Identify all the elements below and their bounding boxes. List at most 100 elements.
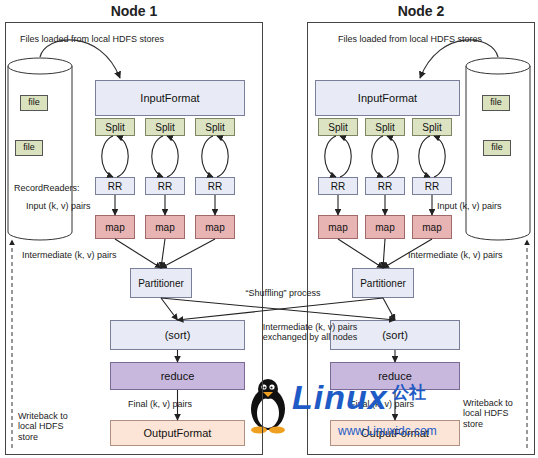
box-text: Split <box>205 122 224 133</box>
note-label: Intermediate (k, v) pairs <box>408 250 536 260</box>
box-text: Split <box>105 122 124 133</box>
box-text: reduce <box>161 370 195 382</box>
file-box: file <box>15 140 43 156</box>
box-text: InputFormat <box>358 92 417 104</box>
box-text: RR <box>378 181 392 192</box>
node-frame: Node 1filefileInputFormatSplitSplitSplit… <box>5 22 263 455</box>
split-box: Split <box>365 118 405 136</box>
box-text: map <box>375 222 394 233</box>
flow-connector <box>161 239 165 268</box>
split-box: Split <box>145 118 185 136</box>
record-reader-box: RR <box>318 177 358 195</box>
record-loop <box>325 136 352 177</box>
flow-connector <box>383 239 385 268</box>
map-box: map <box>95 215 135 239</box>
partitioner-box: Partitioner <box>352 268 414 298</box>
box-text: RR <box>158 181 172 192</box>
flow-connector <box>177 350 178 362</box>
record-reader-box: RR <box>412 177 452 195</box>
box-text: RR <box>208 181 222 192</box>
note-label: RecordReaders: <box>14 183 94 193</box>
map-box: map <box>145 215 185 239</box>
box-text: Partitioner <box>360 278 406 289</box>
box-text: file <box>490 98 502 108</box>
box-text: map <box>155 222 174 233</box>
file-box: file <box>482 95 510 111</box>
writeback-arrow <box>527 240 528 448</box>
box-text: file <box>491 143 503 153</box>
flow-connector <box>383 239 432 268</box>
note-label: Final (k, v) pairs <box>350 399 460 409</box>
disk-cylinder <box>8 58 72 240</box>
flow-connector <box>385 195 386 215</box>
box-text: OutputFormat <box>144 427 212 439</box>
flow-connector <box>115 195 116 215</box>
box-text: Split <box>422 122 441 133</box>
flow-connector <box>115 239 161 268</box>
box-text: map <box>105 222 124 233</box>
flow-connector <box>338 239 383 268</box>
note-label: Input (k, v) pairs <box>26 201 126 211</box>
record-reader-box: RR <box>195 177 235 195</box>
note-label: Files loaded from local HDFS stores <box>20 34 230 44</box>
split-box: Split <box>95 118 135 136</box>
box-text: map <box>328 222 347 233</box>
box-text: Split <box>328 122 347 133</box>
load-arrow <box>420 40 498 78</box>
record-reader-box: RR <box>145 177 185 195</box>
map-box: map <box>195 215 235 239</box>
input-format-box: InputFormat <box>315 80 460 116</box>
box-text: InputFormat <box>140 92 199 104</box>
disk-cylinder <box>466 58 530 240</box>
box-text: Split <box>375 122 394 133</box>
box-text: Split <box>155 122 174 133</box>
note-label: Writeback to local HDFS store <box>18 411 82 442</box>
split-box: Split <box>195 118 235 136</box>
flow-connector <box>338 195 339 215</box>
split-box: Split <box>318 118 358 136</box>
partitioner-box: Partitioner <box>130 268 192 298</box>
flow-connector <box>177 390 178 420</box>
node-title: Node 1 <box>6 4 262 19</box>
writeback-arrow <box>12 240 13 448</box>
record-loop <box>102 136 129 177</box>
record-loop <box>152 136 179 177</box>
box-text: map <box>205 222 224 233</box>
box-text: file <box>28 98 40 108</box>
note-label: “Shuffling” process <box>226 288 340 298</box>
note-label: Intermediate (k, v) pairs <box>22 250 142 260</box>
note-label: Input (k, v) pairs <box>437 201 535 211</box>
flow-connector <box>215 195 216 215</box>
note-label: Writeback to local HDFS store <box>463 398 529 429</box>
flow-connector <box>161 298 395 320</box>
reduce-box: reduce <box>110 362 245 390</box>
flow-connector <box>165 195 166 215</box>
box-text: RR <box>331 181 345 192</box>
output-format-box: OutputFormat <box>330 420 460 446</box>
sort-box: (sort) <box>110 320 245 350</box>
box-text: Partitioner <box>138 278 184 289</box>
flow-connector <box>161 239 215 268</box>
flow-connector <box>161 298 178 320</box>
box-text: (sort) <box>382 329 408 341</box>
file-box: file <box>20 95 48 111</box>
file-box: file <box>483 140 511 156</box>
sort-box: (sort) <box>330 320 460 350</box>
input-format-box: InputFormat <box>95 80 245 116</box>
map-box: map <box>365 215 405 239</box>
output-format-box: OutputFormat <box>110 420 245 446</box>
flow-connector <box>178 298 384 320</box>
note-label: Files loaded from local HDFS stores <box>338 34 528 44</box>
record-loop <box>419 136 446 177</box>
load-arrow <box>40 40 120 78</box>
record-loop <box>372 136 399 177</box>
box-text: RR <box>425 181 439 192</box>
reduce-box: reduce <box>330 362 460 390</box>
box-text: reduce <box>378 370 412 382</box>
flow-connector <box>432 195 433 215</box>
penguin-logo <box>251 379 285 434</box>
record-loop <box>202 136 229 177</box>
node-frame: Node 2InputFormatfilefileSplitSplitSplit… <box>307 22 535 455</box>
